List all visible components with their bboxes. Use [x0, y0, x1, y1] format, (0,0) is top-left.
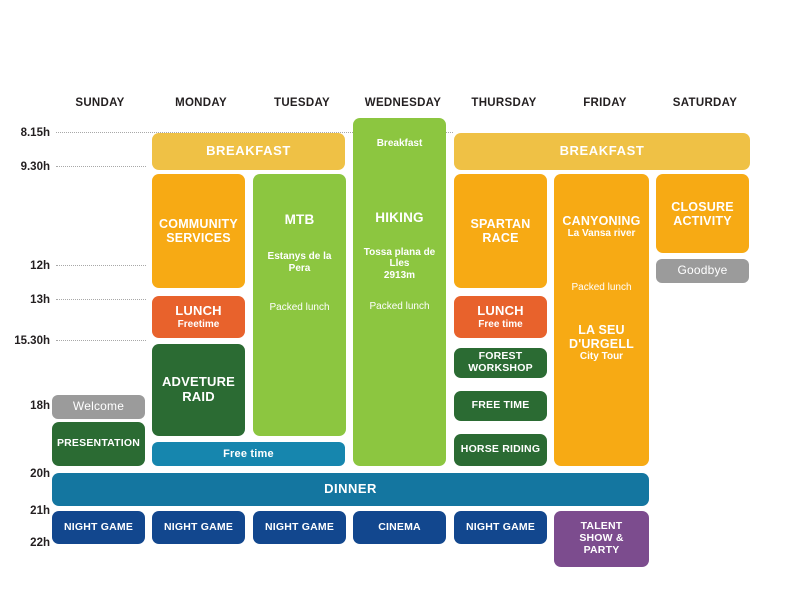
block-thursday-forest-workshop-title: FOREST WORKSHOP	[468, 350, 533, 374]
time-row-1300: 13h	[0, 294, 455, 306]
block-night-thursday[interactable]: NIGHT GAME	[454, 511, 547, 544]
time-row-1530: 15.30h	[0, 335, 455, 347]
block-monday-adventure-raid-title: ADVETURE RAID	[161, 374, 236, 404]
time-row-1800: 18h	[0, 400, 455, 412]
breakfast-right-label: BREAKFAST	[559, 143, 645, 159]
block-friday-la-seu-durgell-title: LA SEU D'URGELL	[569, 323, 634, 351]
block-night-wednesday-title: CINEMA	[378, 520, 421, 533]
block-wednesday-breakfast-label: Breakfast	[376, 138, 423, 149]
block-tuesday-packed-lunch: Packed lunch	[269, 302, 330, 314]
block-thursday-forest-workshop[interactable]: FOREST WORKSHOP	[454, 348, 547, 378]
block-night-tuesday-title: NIGHT GAME	[264, 520, 335, 533]
block-tuesday-mtb-location: Estanys de la Pera	[267, 251, 332, 274]
block-night-sunday[interactable]: NIGHT GAME	[52, 511, 145, 544]
time-label-2000: 20h	[30, 468, 50, 480]
time-label-0815: 8.15h	[20, 127, 50, 139]
time-row-0815: 8.15h	[0, 127, 455, 139]
block-saturday-closure-activity-title: CLOSURE ACTIVITY	[671, 199, 734, 228]
time-label-1200: 12h	[30, 260, 50, 272]
time-label-1300: 13h	[30, 294, 50, 306]
block-sunday-presentation-title: PRESENTATION	[56, 437, 141, 450]
block-friday-canyoning-location: La Vansa river	[567, 228, 636, 239]
time-label-0930: 9.30h	[20, 161, 50, 173]
time-row-0930: 9.30h	[0, 161, 455, 173]
block-night-friday-talent-show[interactable]: TALENT SHOW & PARTY	[554, 511, 649, 567]
block-thursday-free-time[interactable]: FREE TIME	[454, 391, 547, 421]
block-friday-canyoning-title: CANYONING	[562, 214, 641, 228]
block-thursday-free-time-title: FREE TIME	[471, 399, 530, 412]
day-header-saturday: SATURDAY	[672, 97, 738, 109]
time-label-1530: 15.30h	[14, 335, 50, 347]
block-monday-adventure-raid[interactable]: ADVETURE RAID	[152, 344, 245, 436]
block-thursday-lunch[interactable]: LUNCH Free time	[454, 296, 547, 338]
block-saturday-goodbye-title: Goodbye	[677, 263, 728, 278]
block-wednesday-hiking[interactable]: Breakfast HIKING Tossa plana de Lles 291…	[353, 118, 446, 466]
time-row-2000: 20h	[0, 468, 455, 480]
block-thursday-lunch-sub: Free time	[478, 318, 523, 330]
day-header-friday: FRIDAY	[583, 97, 627, 109]
block-friday-packed-lunch: Packed lunch	[571, 281, 632, 293]
block-tuesday-mtb-title: MTB	[284, 212, 315, 227]
block-night-thursday-title: NIGHT GAME	[465, 520, 536, 533]
block-night-friday-talent-show-title: TALENT SHOW & PARTY	[579, 520, 624, 556]
block-sunday-welcome[interactable]: Welcome	[52, 395, 145, 419]
time-row-2100: 21h	[0, 505, 455, 517]
day-header-thursday: THURSDAY	[471, 97, 537, 109]
time-label-2100: 21h	[30, 505, 50, 517]
day-header-tuesday: TUESDAY	[274, 97, 330, 109]
block-breakfast-mon-tue[interactable]: BREAKFAST	[152, 133, 345, 170]
time-leader-1300	[56, 299, 146, 300]
block-free-time-bar[interactable]: Free time	[152, 442, 345, 466]
block-wednesday-hiking-title: HIKING	[375, 209, 424, 225]
block-friday-city-tour-sub: City Tour	[579, 351, 624, 362]
time-leader-0815	[56, 132, 453, 133]
time-leader-1200	[56, 265, 146, 266]
breakfast-left-label: BREAKFAST	[206, 143, 291, 159]
block-thursday-horse-riding[interactable]: HORSE RIDING	[454, 434, 547, 466]
block-monday-lunch-sub: Freetime	[177, 318, 220, 330]
block-dinner-title: DINNER	[324, 481, 377, 497]
block-monday-lunch-title: LUNCH	[175, 302, 222, 318]
block-saturday-closure-activity[interactable]: CLOSURE ACTIVITY	[656, 174, 749, 253]
block-wednesday-packed-lunch: Packed lunch	[369, 301, 430, 313]
block-dinner[interactable]: DINNER	[52, 473, 649, 506]
block-tuesday-mtb[interactable]: MTB Estanys de la Pera Packed lunch	[253, 174, 346, 436]
block-night-monday-title: NIGHT GAME	[163, 520, 234, 533]
block-monday-community-services-title: COMMUNITY SERVICES	[159, 217, 238, 245]
block-night-sunday-title: NIGHT GAME	[63, 520, 134, 533]
day-header-sunday: SUNDAY	[75, 97, 125, 109]
block-monday-community-services[interactable]: COMMUNITY SERVICES	[152, 174, 245, 288]
block-sunday-presentation[interactable]: PRESENTATION	[52, 422, 145, 466]
block-thursday-spartan-race[interactable]: SPARTAN RACE	[454, 174, 547, 288]
day-header-wednesday: WEDNESDAY	[364, 97, 442, 109]
time-leader-1530	[56, 340, 146, 341]
block-free-time-bar-title: Free time	[223, 447, 274, 460]
block-breakfast-thu-sat[interactable]: BREAKFAST	[454, 133, 750, 170]
block-thursday-spartan-race-title: SPARTAN RACE	[470, 217, 531, 245]
block-sunday-welcome-title: Welcome	[72, 399, 125, 414]
block-thursday-horse-riding-title: HORSE RIDING	[460, 443, 541, 456]
time-label-1800: 18h	[30, 400, 50, 412]
block-night-wednesday[interactable]: CINEMA	[353, 511, 446, 544]
block-wednesday-hiking-location: Tossa plana de Lles	[363, 246, 436, 270]
day-header-monday: MONDAY	[175, 97, 227, 109]
block-night-monday[interactable]: NIGHT GAME	[152, 511, 245, 544]
block-friday-canyoning[interactable]: CANYONING La Vansa river Packed lunch LA…	[554, 174, 649, 466]
block-night-tuesday[interactable]: NIGHT GAME	[253, 511, 346, 544]
time-row-1200: 12h	[0, 260, 455, 272]
block-saturday-goodbye[interactable]: Goodbye	[656, 259, 749, 283]
time-label-2200: 22h	[30, 537, 50, 549]
block-thursday-lunch-title: LUNCH	[477, 302, 524, 318]
time-row-2200: 22h	[0, 537, 455, 549]
block-wednesday-hiking-altitude: 2913m	[383, 269, 416, 281]
time-leader-0930	[56, 166, 146, 167]
block-monday-lunch[interactable]: LUNCH Freetime	[152, 296, 245, 338]
